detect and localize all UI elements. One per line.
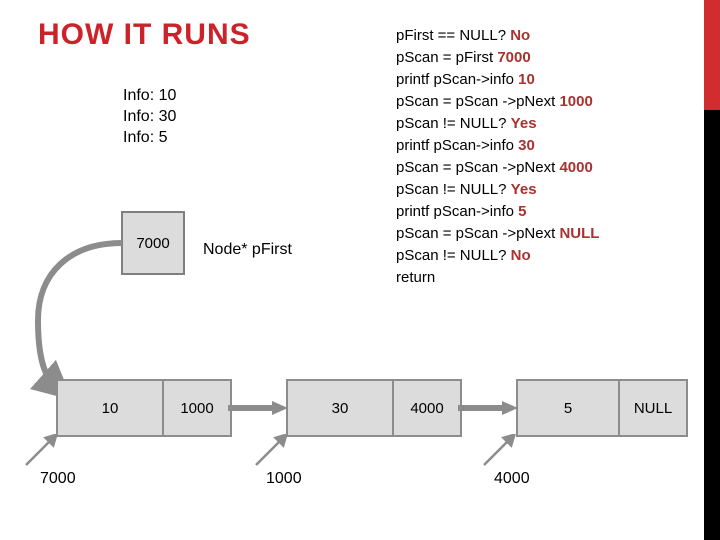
trace-value: 4000 (559, 159, 593, 176)
trace-line: pScan != NULL? Yes (396, 113, 599, 135)
decorative-black-bar (704, 110, 720, 540)
pointer-variable-box: 7000 (121, 211, 185, 275)
node-info-cell: 30 (288, 381, 394, 435)
list-node: 10 1000 (56, 379, 232, 437)
output-line: Info: 10 (123, 87, 177, 104)
address-callout-arrow-icon (25, 434, 58, 466)
node-address-label: 4000 (494, 470, 530, 487)
list-node: 30 4000 (286, 379, 462, 437)
console-output: Info: 10 Info: 30 Info: 5 (123, 85, 176, 148)
trace-code: printf pScan->info (396, 71, 514, 88)
trace-code: pFirst == NULL? (396, 27, 507, 44)
trace-value: 5 (518, 203, 527, 220)
output-line: Info: 30 (123, 108, 177, 125)
trace-line: pScan = pFirst 7000 (396, 47, 599, 69)
node-next-cell: NULL (633, 399, 673, 417)
trace-line: printf pScan->info 10 (396, 69, 599, 91)
node-address-label: 7000 (40, 470, 76, 487)
trace-line: printf pScan->info 5 (396, 201, 599, 223)
address-callout-arrow-icon (483, 434, 516, 466)
trace-value: 10 (518, 71, 535, 88)
trace-value: 7000 (497, 49, 531, 66)
page-title: HOW IT RUNS (38, 18, 251, 51)
list-node: 5 NULL (516, 379, 688, 437)
trace-code: pScan = pScan ->pNext (396, 93, 556, 110)
trace-line: pScan != NULL? No (396, 245, 599, 267)
trace-line: pScan = pScan ->pNext 4000 (396, 157, 599, 179)
trace-code: printf pScan->info (396, 137, 514, 154)
trace-line: return (396, 267, 599, 289)
pointer-variable-label: Node* pFirst (203, 241, 292, 258)
trace-value: NULL (559, 225, 600, 242)
trace-value: No (510, 247, 531, 264)
trace-value: 30 (518, 137, 535, 154)
node-link-arrow-icon (458, 401, 518, 415)
node-info-cell: 10 (58, 381, 164, 435)
node-address-label: 1000 (266, 470, 302, 487)
decorative-red-bar (704, 0, 720, 110)
trace-code: pScan != NULL? (396, 115, 507, 132)
node-next-cell: 1000 (180, 399, 214, 417)
trace-code: pScan = pScan ->pNext (396, 159, 556, 176)
trace-line: pScan != NULL? Yes (396, 179, 599, 201)
trace-code: pScan != NULL? (396, 181, 507, 198)
trace-line: printf pScan->info 30 (396, 135, 599, 157)
node-next-cell: 4000 (410, 399, 444, 417)
trace-code: return (396, 269, 436, 286)
node-link-arrow-icon (228, 401, 288, 415)
trace-code: pScan != NULL? (396, 247, 507, 264)
trace-line: pScan = pScan ->pNext 1000 (396, 91, 599, 113)
pfirst-curved-arrow-icon (29, 240, 123, 401)
trace-code: pScan = pScan ->pNext (396, 225, 556, 242)
trace-code: printf pScan->info (396, 203, 514, 220)
trace-line: pFirst == NULL? No (396, 25, 599, 47)
output-line: Info: 5 (123, 129, 168, 146)
trace-value: Yes (510, 115, 537, 132)
trace-value: 1000 (559, 93, 593, 110)
node-info-cell: 5 (518, 381, 620, 435)
trace-value: No (510, 27, 531, 44)
trace-code: pScan = pFirst (396, 49, 494, 66)
execution-trace: pFirst == NULL? No pScan = pFirst 7000 p… (396, 25, 599, 289)
address-callout-arrow-icon (255, 434, 288, 466)
trace-value: Yes (510, 181, 537, 198)
trace-line: pScan = pScan ->pNext NULL (396, 223, 599, 245)
